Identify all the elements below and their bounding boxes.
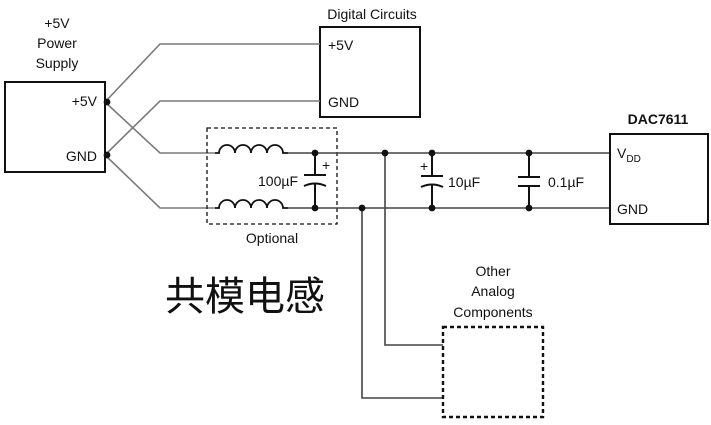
capacitor-10uf — [420, 153, 444, 208]
optional-dashed-box — [206, 127, 338, 225]
digital-supply-wires — [104, 43, 320, 156]
crossing-wires — [104, 101, 215, 209]
junction-dot — [103, 151, 111, 159]
capacitor-0-1uf — [518, 153, 540, 208]
junction-dot — [381, 149, 389, 157]
junction-dot — [428, 149, 436, 157]
dac-pin-vdd: VDD — [617, 145, 641, 165]
optional-label: Optional — [246, 230, 298, 246]
capacitor-100uf-polarity: + — [322, 157, 330, 173]
analog-label-1: Other — [475, 263, 510, 279]
analog-components-block: Other Analog Components — [441, 263, 545, 419]
power-supply-pin-pos: +5V — [72, 93, 98, 109]
inductor-bottom — [215, 199, 288, 209]
analog-label-2: Analog — [471, 283, 515, 299]
wire-vdd-to-analog — [384, 153, 443, 346]
junction-dot — [358, 204, 366, 212]
digital-circuits-box — [319, 26, 421, 118]
wire-gnd-to-analog — [361, 208, 443, 399]
analog-components-box — [441, 325, 545, 419]
dac-pin-gnd: GND — [617, 201, 648, 217]
wire-gnd-cross — [104, 154, 215, 209]
junction-dot — [525, 149, 533, 157]
wire-gnd-to-digital — [104, 100, 320, 156]
junction-dot — [525, 204, 533, 212]
junction-dot — [311, 204, 319, 212]
digital-pin-gnd: GND — [328, 94, 359, 110]
dac-title: DAC7611 — [628, 111, 689, 127]
capacitor-100uf-label: 100µF — [258, 173, 298, 189]
analog-label-3: Components — [453, 304, 532, 320]
junction-dot — [103, 98, 111, 106]
digital-pin-pos: +5V — [328, 37, 354, 53]
optional-filter-section: + 100µF Optional — [206, 127, 338, 246]
capacitor-10uf-polarity: + — [420, 158, 428, 174]
junction-dots — [103, 98, 533, 212]
common-mode-choke-annotation: 共模电感 — [165, 274, 325, 320]
main-rails — [288, 152, 610, 209]
wire-pos-to-digital — [104, 43, 320, 103]
capacitor-10uf-label: 10µF — [448, 174, 480, 190]
dac-block: DAC7611 VDD GND — [609, 111, 709, 225]
dac-box — [609, 133, 709, 225]
power-supply-pin-gnd: GND — [66, 148, 97, 164]
power-supply-title-3: Supply — [36, 55, 79, 71]
digital-circuits-block: Digital Circuits +5V GND — [319, 6, 421, 118]
power-supply-box — [4, 81, 106, 173]
junction-dot — [428, 204, 436, 212]
capacitor-0-1uf-label: 0.1µF — [548, 174, 584, 190]
inductor-top — [215, 144, 288, 154]
power-supply-title-2: Power — [37, 35, 77, 51]
digital-circuits-title: Digital Circuits — [327, 6, 416, 22]
power-supply-block: +5V Power Supply +5V GND — [4, 15, 106, 173]
wire-pos-cross — [104, 101, 215, 154]
analog-wires — [361, 153, 443, 399]
power-supply-title-1: +5V — [44, 15, 70, 31]
capacitor-100uf — [303, 153, 327, 208]
junction-dot — [311, 149, 319, 157]
